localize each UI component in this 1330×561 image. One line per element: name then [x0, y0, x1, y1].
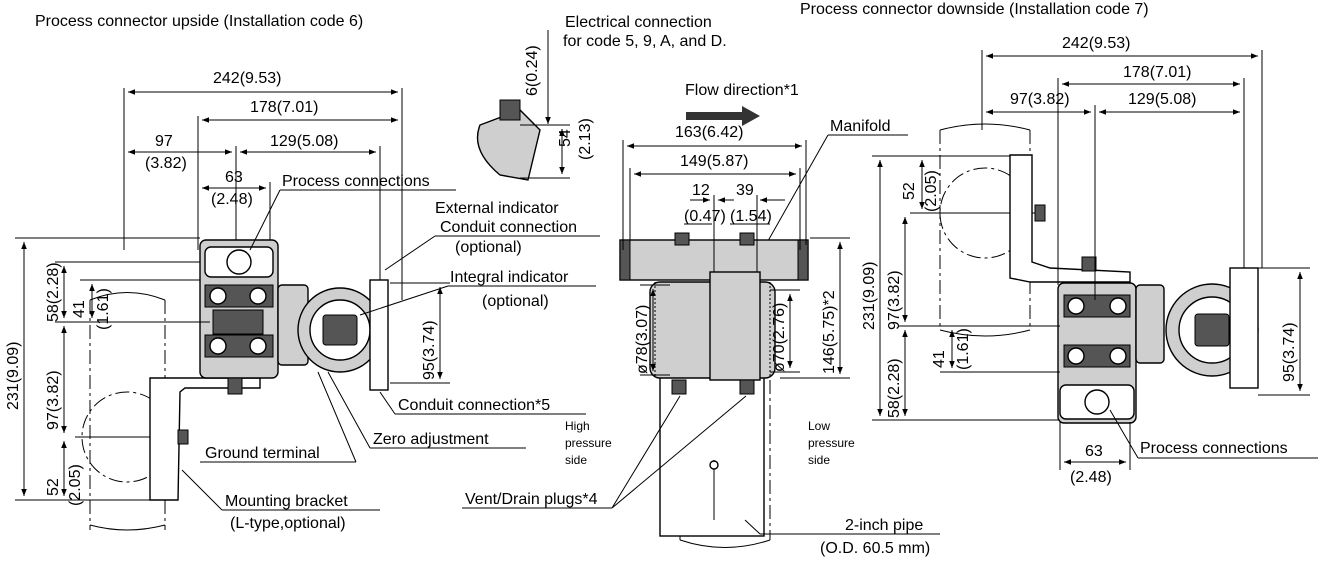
right-dim-161: (1.61)	[955, 328, 972, 370]
top-detail: Electrical connection for code 5, 9, A, …	[476, 14, 727, 181]
left-labels: Process connections External indicator C…	[181, 173, 600, 532]
right-dim-97: 97(3.82)	[1010, 91, 1070, 108]
label-manifold: Manifold	[830, 118, 890, 135]
label-optional-2: (optional)	[482, 293, 549, 310]
mid-dim-047: (0.47)	[684, 208, 726, 225]
label-mounting-bracket: Mounting bracket	[225, 493, 348, 510]
left-view	[75, 239, 389, 531]
label-ground-terminal: Ground terminal	[205, 445, 320, 462]
label-l-type: (L-type,optional)	[230, 515, 346, 532]
label-high-pressure: pressure	[565, 436, 612, 450]
left-dim-178: 178(7.01)	[250, 99, 319, 116]
heading-right: Process connector downside (Installation…	[800, 1, 1149, 18]
middle-view: Flow direction*1 Manifold 163(6.42) 149(…	[462, 82, 940, 557]
label-optional-1: (optional)	[455, 239, 522, 256]
flow-arrow-icon	[686, 106, 760, 126]
label-low: Low	[808, 419, 830, 433]
mid-dim-146: 146(5.75)*2	[821, 290, 838, 374]
mid-dim-39: 39	[736, 182, 754, 199]
left-dim-63b: (2.48)	[211, 191, 253, 208]
right-dim-63: 63	[1085, 443, 1103, 460]
right-dim-63b: (2.48)	[1070, 469, 1112, 486]
label-external-indicator: External indicator	[435, 200, 559, 217]
label-zero-adjustment: Zero adjustment	[373, 431, 489, 448]
label-integral-indicator: Integral indicator	[450, 269, 569, 286]
left-dim-52: 52	[45, 478, 62, 496]
right-dim-58: 58(2.28)	[886, 358, 903, 418]
label-electrical-codes: for code 5, 9, A, and D.	[563, 33, 727, 50]
left-dimensions: 242(9.53) 178(7.01) 97 (3.82) 129(5.08) …	[5, 70, 450, 506]
mid-dim-70: ø70(2.76)	[771, 303, 788, 372]
label-high-side: side	[565, 453, 587, 467]
detail-dim-6: 6(0.24)	[524, 45, 541, 96]
mid-dim-163: 163(6.42)	[675, 124, 744, 141]
label-low-pressure: pressure	[808, 436, 855, 450]
mid-dim-154: (1.54)	[730, 208, 772, 225]
label-conduit-connection-5: Conduit connection*5	[398, 397, 550, 414]
left-dim-97v: 97(3.82)	[45, 370, 62, 430]
label-pipe-od: (O.D. 60.5 mm)	[820, 540, 930, 557]
right-dim-41: 41	[931, 350, 948, 368]
left-dim-97b: (3.82)	[145, 155, 187, 172]
mid-dim-12: 12	[692, 182, 710, 199]
right-dim-52: 52	[901, 182, 918, 200]
left-dim-129: 129(5.08)	[270, 133, 339, 150]
mid-dim-149: 149(5.87)	[680, 153, 749, 170]
label-electrical-connection: Electrical connection	[565, 14, 712, 31]
left-dim-205: (2.05)	[67, 464, 84, 506]
label-low-side: side	[808, 453, 830, 467]
right-dim-178: 178(7.01)	[1123, 64, 1192, 81]
left-dim-58: 58(2.28)	[45, 262, 62, 322]
left-dim-63: 63	[225, 169, 243, 186]
label-vent-drain: Vent/Drain plugs*4	[465, 491, 598, 508]
label-high: High	[565, 419, 590, 433]
left-dim-41: 41	[71, 300, 88, 318]
detail-dim-213: (2.13)	[577, 118, 594, 160]
heading-left: Process connector upside (Installation c…	[35, 13, 363, 30]
right-label-process-connections: Process connections	[1140, 440, 1288, 457]
left-dim-242: 242(9.53)	[213, 70, 282, 87]
right-dim-97v: 97(3.82)	[886, 270, 903, 330]
mid-dim-78: ø78(3.07)	[634, 305, 651, 374]
right-dim-129: 129(5.08)	[1128, 91, 1197, 108]
left-dim-161: (1.61)	[95, 288, 112, 330]
left-dim-95: 95(3.74)	[421, 320, 438, 380]
label-2-inch-pipe: 2-inch pipe	[845, 517, 923, 534]
detail-dim-54: 54	[557, 129, 574, 147]
right-dim-205: (2.05)	[923, 170, 940, 212]
right-dim-95: 95(3.74)	[1281, 322, 1298, 382]
right-dim-242: 242(9.53)	[1062, 35, 1131, 52]
left-dim-231: 231(9.09)	[5, 342, 22, 411]
right-dim-231: 231(9.09)	[861, 262, 878, 331]
right-view: 242(9.53) 178(7.01) 97(3.82) 129(5.08) 5…	[861, 35, 1318, 486]
label-flow-direction: Flow direction*1	[685, 82, 799, 99]
left-dim-97: 97	[155, 133, 173, 150]
label-process-connections: Process connections	[282, 173, 430, 190]
label-conduit-connection: Conduit connection	[440, 219, 577, 236]
